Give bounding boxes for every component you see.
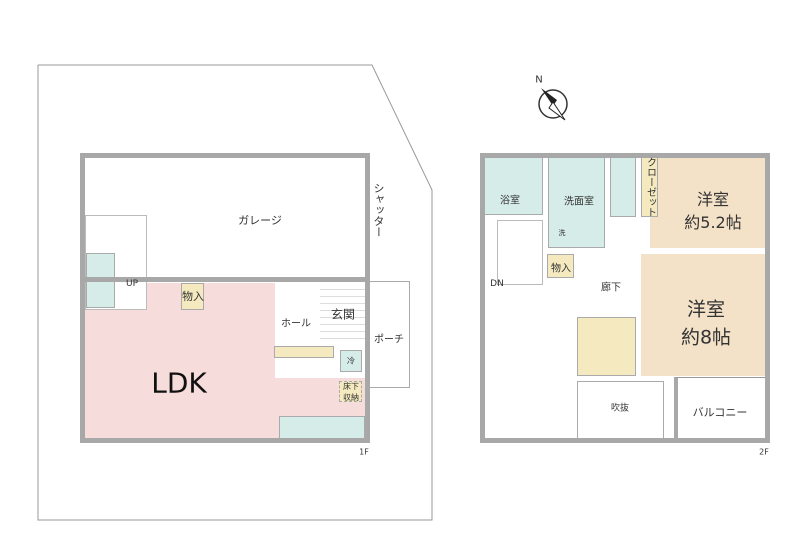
balcony-label: バルコニー (692, 406, 748, 419)
fridge-space (340, 350, 362, 372)
storage-box (577, 317, 636, 376)
toilet-2f (610, 157, 636, 217)
washroom-label: 洗面室 (564, 196, 594, 208)
floor2-label: 2F (759, 447, 769, 457)
room2-name: 洋室 (686, 298, 726, 321)
washroom (548, 157, 605, 248)
up-label: UP (125, 279, 139, 289)
closet-label: クローゼット (644, 157, 656, 217)
corridor-label: 廊下 (601, 282, 621, 294)
washer-label: 洗 (558, 229, 566, 237)
ldk-label: LDK (151, 366, 207, 400)
room1-size: 約5.2帖 (684, 213, 742, 232)
porch-label: ポーチ (374, 334, 404, 346)
storage-label-2f: 物入 (551, 263, 571, 275)
room2-size: 約8帖 (680, 326, 732, 349)
staircase-2f (497, 220, 543, 285)
room-5-2 (650, 157, 766, 248)
underfloor-storage-label: 床下収納 (343, 382, 359, 402)
fridge-label: 冷 (347, 356, 355, 366)
storage-1f (181, 283, 204, 310)
room-8 (641, 254, 766, 376)
bathroom-label: 浴室 (500, 195, 520, 207)
compass-north-label: N (535, 74, 543, 86)
floor2-outline (480, 153, 770, 443)
storage-2f (547, 254, 574, 278)
floor1-label: 1F (359, 447, 369, 457)
storage-label-1f: 物入 (182, 290, 204, 303)
entrance-label: 玄関 (330, 307, 356, 322)
down-label: DN (490, 279, 504, 289)
garage-wall (80, 277, 370, 282)
atrium-label: 吹抜 (610, 403, 630, 414)
floor1-outline (80, 153, 370, 443)
shoe-shelf (274, 346, 334, 358)
hall-label: ホール (281, 318, 311, 330)
entrance-tiles (320, 283, 365, 345)
garage-label: ガレージ (238, 214, 282, 227)
shutter-label: シャッター (372, 182, 385, 238)
underfloor-storage (339, 381, 362, 402)
room1-name: 洋室 (696, 190, 730, 209)
